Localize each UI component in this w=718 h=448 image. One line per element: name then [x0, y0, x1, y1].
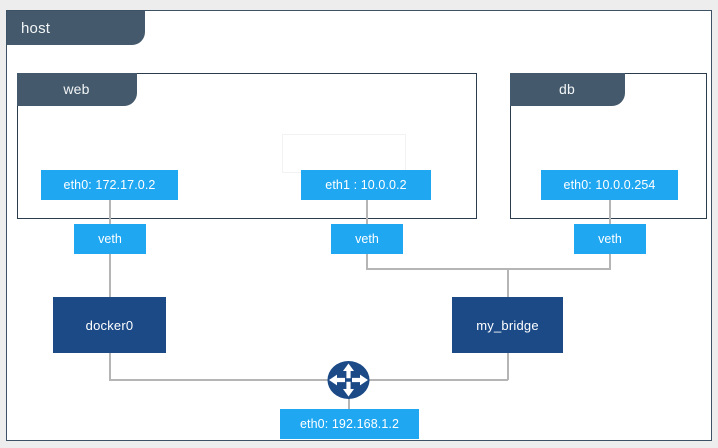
veth-1[interactable]: veth: [74, 224, 146, 254]
interface-web-eth0[interactable]: eth0: 172.17.0.2: [41, 170, 178, 200]
host-tab-label: host: [21, 19, 51, 37]
wire-veth1-docker0: [109, 253, 111, 297]
veth-3-label: veth: [598, 232, 622, 246]
veth-2-label: veth: [355, 232, 379, 246]
wire-veth3-bus: [609, 253, 611, 269]
interface-web-eth1-label: eth1 : 10.0.0.2: [325, 178, 407, 192]
namespace-db-tab: db: [509, 72, 625, 106]
interface-host-eth0-label: eth0: 192.168.1.2: [299, 417, 399, 431]
wire-my-bridge-router: [350, 379, 508, 381]
decorative-rect: [282, 134, 406, 173]
wire-web-eth0-veth1: [109, 200, 111, 226]
interface-web-eth1[interactable]: eth1 : 10.0.0.2: [301, 170, 431, 200]
namespace-web-tab: web: [16, 72, 137, 106]
bridge-docker0[interactable]: docker0: [53, 297, 166, 353]
bridge-docker0-label: docker0: [85, 317, 134, 333]
wire-bus-my-bridge: [366, 268, 611, 270]
interface-web-eth0-label: eth0: 172.17.0.2: [63, 178, 156, 192]
interface-db-eth0[interactable]: eth0: 10.0.0.254: [541, 170, 678, 200]
namespace-db-label: db: [559, 81, 575, 97]
wire-web-eth1-veth2: [366, 200, 368, 226]
wire-docker0-router: [109, 379, 347, 381]
veth-2[interactable]: veth: [331, 224, 403, 254]
namespace-web-label: web: [63, 81, 90, 97]
interface-db-eth0-label: eth0: 10.0.0.254: [563, 178, 656, 192]
veth-1-label: veth: [98, 232, 122, 246]
bridge-my-bridge-label: my_bridge: [476, 317, 539, 333]
wire-veth2-bus: [366, 253, 368, 269]
wire-db-eth0-veth3: [609, 200, 611, 226]
host-tab: host: [7, 11, 145, 45]
bridge-my-bridge[interactable]: my_bridge: [452, 297, 563, 353]
interface-host-eth0[interactable]: eth0: 192.168.1.2: [280, 409, 419, 439]
wire-bus-down-my-bridge: [507, 268, 509, 298]
wire-my-bridge-down: [507, 352, 509, 380]
veth-3[interactable]: veth: [574, 224, 646, 254]
router-icon[interactable]: [325, 360, 372, 400]
wire-docker0-down: [109, 352, 111, 380]
